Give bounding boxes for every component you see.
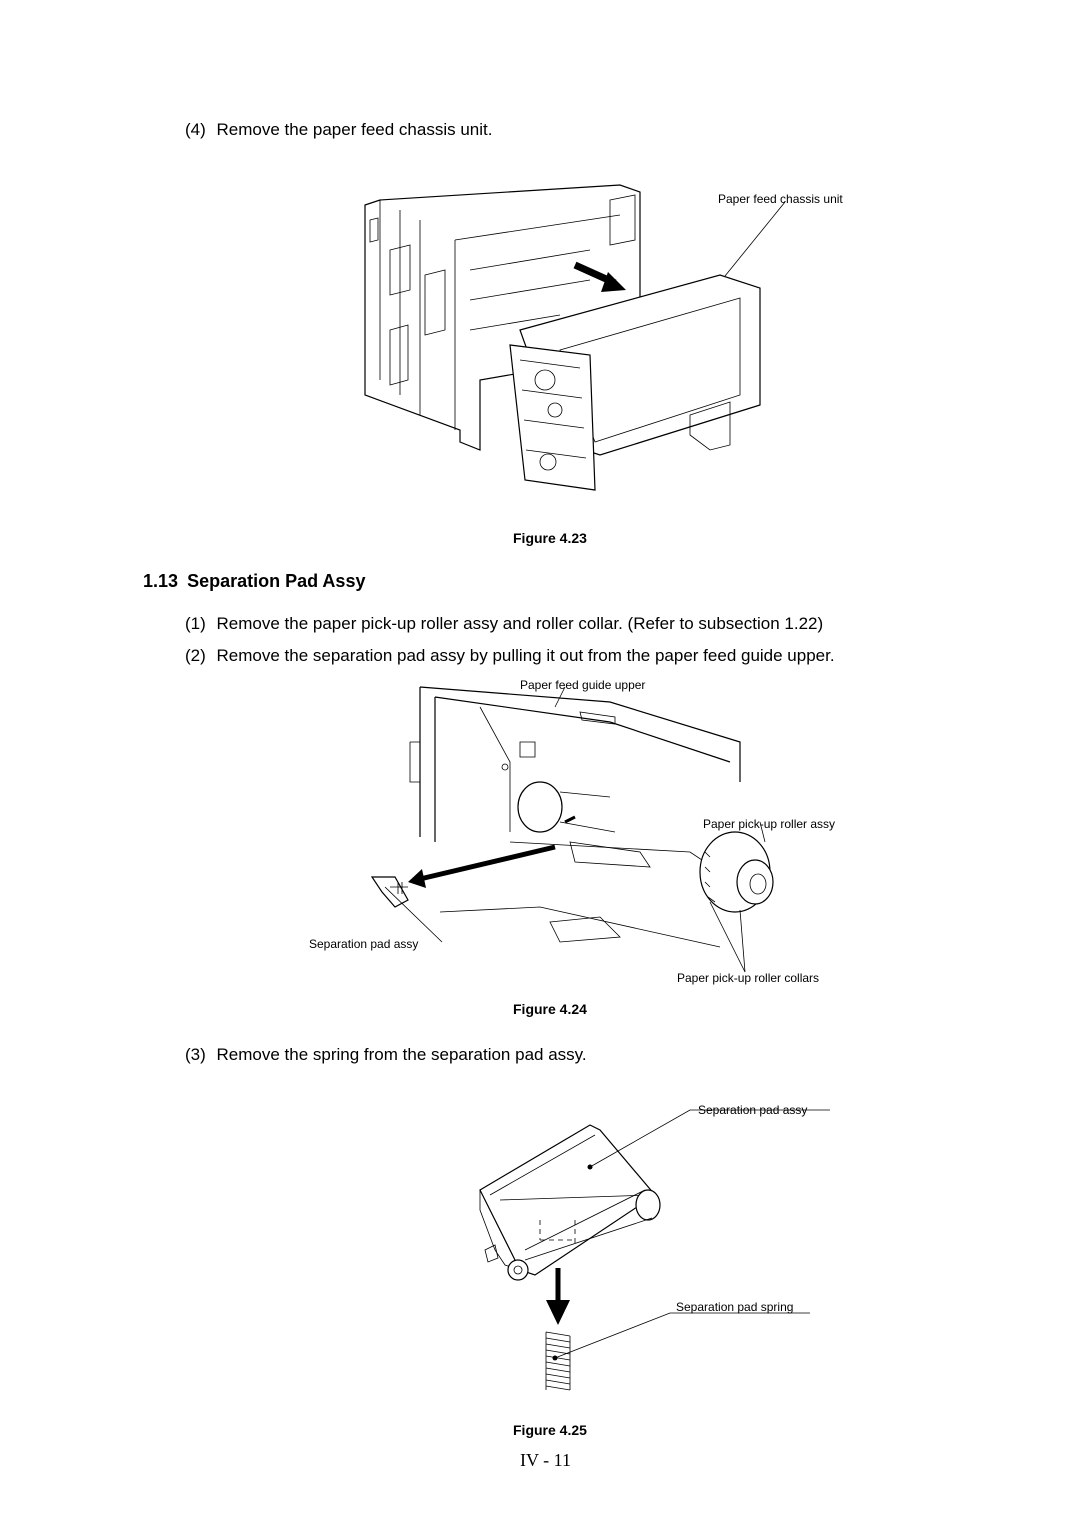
callout-separation-pad-assy-fig25: Separation pad assy xyxy=(698,1103,808,1117)
figure-4-24-caption: Figure 4.24 xyxy=(513,1001,587,1017)
step-number: (4) xyxy=(185,120,206,139)
callout-paper-feed-guide-upper: Paper feed guide upper xyxy=(520,678,646,692)
step-2: (2) Remove the separation pad assy by pu… xyxy=(185,646,835,666)
step-4: (4) Remove the paper feed chassis unit. xyxy=(185,120,492,140)
section-heading: 1.13 Separation Pad Assy xyxy=(143,571,365,592)
page-number: IV - 11 xyxy=(520,1450,571,1470)
section-number: 1.13 xyxy=(143,571,179,591)
step-text: Remove the paper feed chassis unit. xyxy=(216,120,493,139)
step-text: Remove the spring from the separation pa… xyxy=(216,1045,587,1064)
step-3: (3) Remove the spring from the separatio… xyxy=(185,1045,587,1065)
step-number: (1) xyxy=(185,614,206,633)
figure-4-25-illustration xyxy=(479,1109,830,1391)
figure-4-23-caption: Figure 4.23 xyxy=(513,530,587,546)
step-1: (1) Remove the paper pick-up roller assy… xyxy=(185,614,823,634)
figure-4-25-caption: Figure 4.25 xyxy=(513,1422,587,1438)
section-title: Separation Pad Assy xyxy=(187,571,366,591)
callout-separation-pad-assy: Separation pad assy xyxy=(309,937,419,951)
callout-paper-pick-up-roller-collars: Paper pick-up roller collars xyxy=(677,971,820,985)
step-number: (3) xyxy=(185,1045,206,1064)
step-number: (2) xyxy=(185,646,206,665)
callout-paper-pick-up-roller-assy: Paper pick-up roller assy xyxy=(703,817,836,831)
figure-4-24-illustration xyxy=(370,686,774,973)
step-text: Remove the paper pick-up roller assy and… xyxy=(216,614,824,633)
step-text: Remove the separation pad assy by pullin… xyxy=(216,646,835,665)
figure-4-23-illustration xyxy=(364,184,786,491)
callout-separation-pad-spring: Separation pad spring xyxy=(676,1300,794,1314)
callout-paper-feed-chassis-unit: Paper feed chassis unit xyxy=(718,192,843,206)
